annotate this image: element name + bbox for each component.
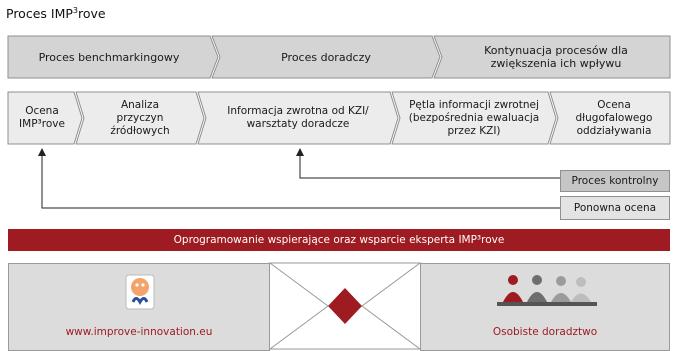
step-label-feedback-loop: Pętla informacji zwrotnej (bezpośrednia …	[408, 98, 540, 137]
meeting-people-icon	[497, 275, 597, 306]
online-box: www.improve-innovation.eu	[8, 263, 270, 351]
step-chevron-2	[75, 91, 205, 145]
control-loop-arrow	[296, 148, 560, 179]
diamond-shape	[328, 288, 362, 324]
step-chevron-1	[7, 91, 83, 145]
reassessment-loop-arrow	[38, 148, 560, 209]
top-chevron-1	[7, 35, 219, 79]
step-chevron-4	[391, 91, 557, 145]
step-chevron-3	[197, 91, 399, 145]
reassessment-tab: Ponowna ocena	[560, 196, 670, 220]
control-process-tab: Proces kontrolny	[560, 170, 670, 192]
top-label-advisory: Proces doradczy	[281, 50, 371, 64]
step-label-long-term-impact: Ocena długofalowego oddziaływania	[575, 98, 653, 137]
mascot-icon	[125, 274, 155, 310]
top-label-benchmarking: Proces benchmarkingowy	[38, 50, 180, 64]
personal-advisory-label: Osobiste doradztwo	[492, 326, 598, 338]
diagram-title: Proces IMP3rove	[6, 6, 106, 22]
step-chevron-5	[549, 91, 671, 145]
support-banner: Oprogramowanie wspierające oraz wsparcie…	[8, 229, 670, 251]
top-chevron-3	[433, 35, 671, 79]
top-chevron-2	[211, 35, 441, 79]
personal-box: Osobiste doradztwo	[420, 263, 670, 351]
step-label-assessment: Ocena IMP³rove	[19, 105, 65, 130]
step-label-root-cause: Analiza przyczyn źródłowych	[110, 98, 170, 137]
website-link[interactable]: www.improve-innovation.eu	[65, 326, 213, 338]
step-label-feedback-workshops: Informacja zwrotna od KZI/ warsztaty dor…	[227, 105, 369, 130]
top-label-continuation: Kontynuacja procesów dla zwiększenia ich…	[484, 44, 628, 70]
